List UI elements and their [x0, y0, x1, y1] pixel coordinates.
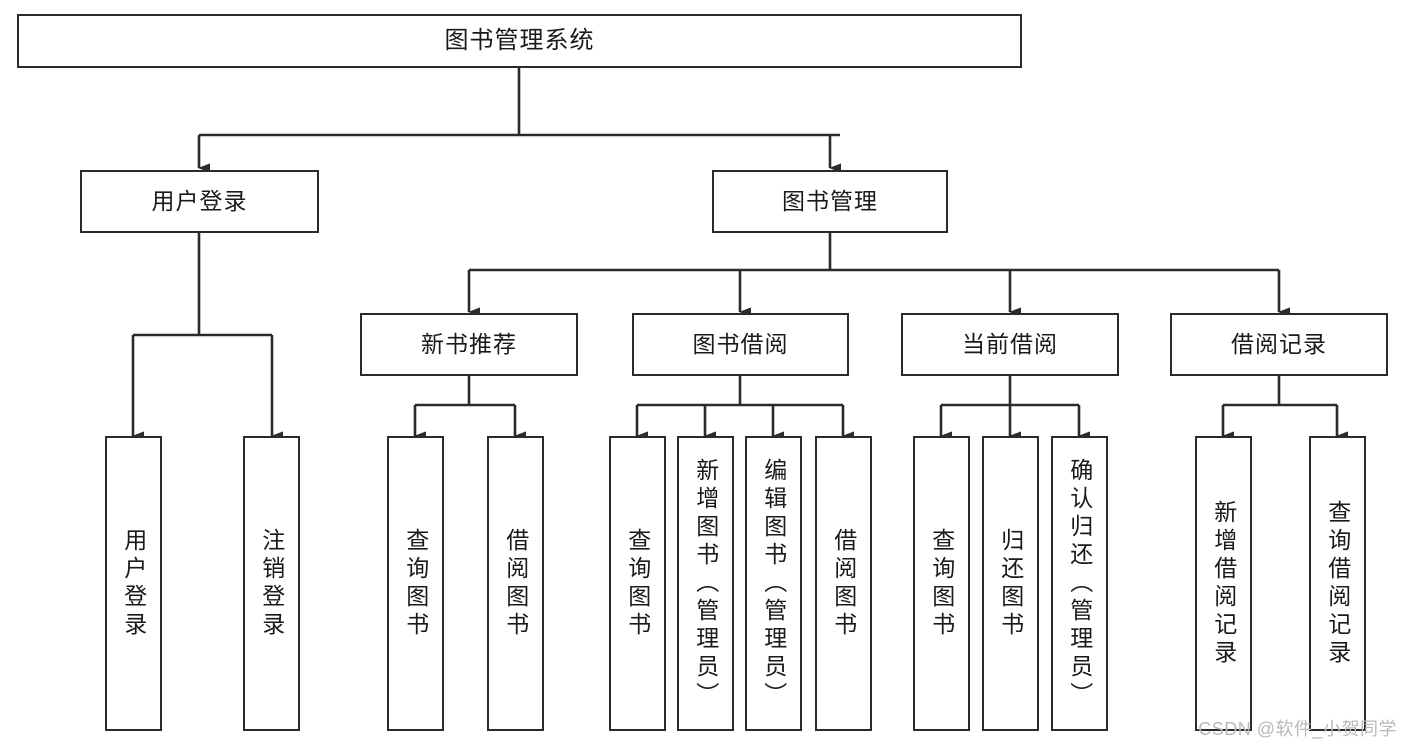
node-user-login[interactable]: 用户登录	[80, 170, 319, 233]
node-label: 图书借阅	[692, 330, 789, 357]
leaf-query-book-borrow[interactable]: 查询图书	[609, 436, 666, 731]
leaf-return-book[interactable]: 归还图书	[982, 436, 1039, 731]
node-label: 借阅图书	[830, 527, 857, 640]
leaf-add-borrow-record[interactable]: 新增借阅记录	[1195, 436, 1252, 731]
node-label: 查询图书	[928, 527, 955, 640]
node-label: 用户登录	[120, 527, 147, 640]
node-label: 新增图书（管理员）	[692, 457, 719, 710]
leaf-logout[interactable]: 注销登录	[243, 436, 300, 731]
node-new-book-recommend[interactable]: 新书推荐	[360, 313, 578, 376]
leaf-edit-book-admin[interactable]: 编辑图书（管理员）	[745, 436, 802, 731]
node-label: 查询借阅记录	[1324, 499, 1351, 668]
node-label: 图书管理	[782, 187, 878, 214]
node-label: 编辑图书（管理员）	[760, 457, 787, 710]
node-label: 新增借阅记录	[1210, 499, 1237, 668]
node-label: 确认归还（管理员）	[1066, 457, 1093, 710]
node-label: 归还图书	[997, 527, 1024, 640]
leaf-user-login[interactable]: 用户登录	[105, 436, 162, 731]
node-label: 新书推荐	[421, 330, 517, 357]
node-label: 图书管理系统	[444, 26, 595, 54]
node-borrow-record[interactable]: 借阅记录	[1170, 313, 1388, 376]
node-book-borrow[interactable]: 图书借阅	[632, 313, 849, 376]
leaf-add-book-admin[interactable]: 新增图书（管理员）	[677, 436, 734, 731]
node-label: 借阅图书	[502, 527, 529, 640]
node-book-management[interactable]: 图书管理	[712, 170, 948, 233]
leaf-query-book-current[interactable]: 查询图书	[913, 436, 970, 731]
leaf-query-borrow-record[interactable]: 查询借阅记录	[1309, 436, 1366, 731]
node-label: 查询图书	[624, 527, 651, 640]
node-root-system[interactable]: 图书管理系统	[17, 14, 1022, 68]
watermark-text: CSDN @软件_小贺同学	[1198, 719, 1397, 739]
node-label: 借阅记录	[1231, 330, 1327, 357]
leaf-query-book-new[interactable]: 查询图书	[387, 436, 444, 731]
node-label: 当前借阅	[962, 330, 1058, 357]
node-label: 注销登录	[258, 527, 285, 640]
node-current-borrow[interactable]: 当前借阅	[901, 313, 1119, 376]
leaf-borrow-book[interactable]: 借阅图书	[815, 436, 872, 731]
leaf-confirm-return-admin[interactable]: 确认归还（管理员）	[1051, 436, 1108, 731]
node-label: 查询图书	[402, 527, 429, 640]
node-label: 用户登录	[151, 187, 248, 214]
leaf-borrow-book-new[interactable]: 借阅图书	[487, 436, 544, 731]
